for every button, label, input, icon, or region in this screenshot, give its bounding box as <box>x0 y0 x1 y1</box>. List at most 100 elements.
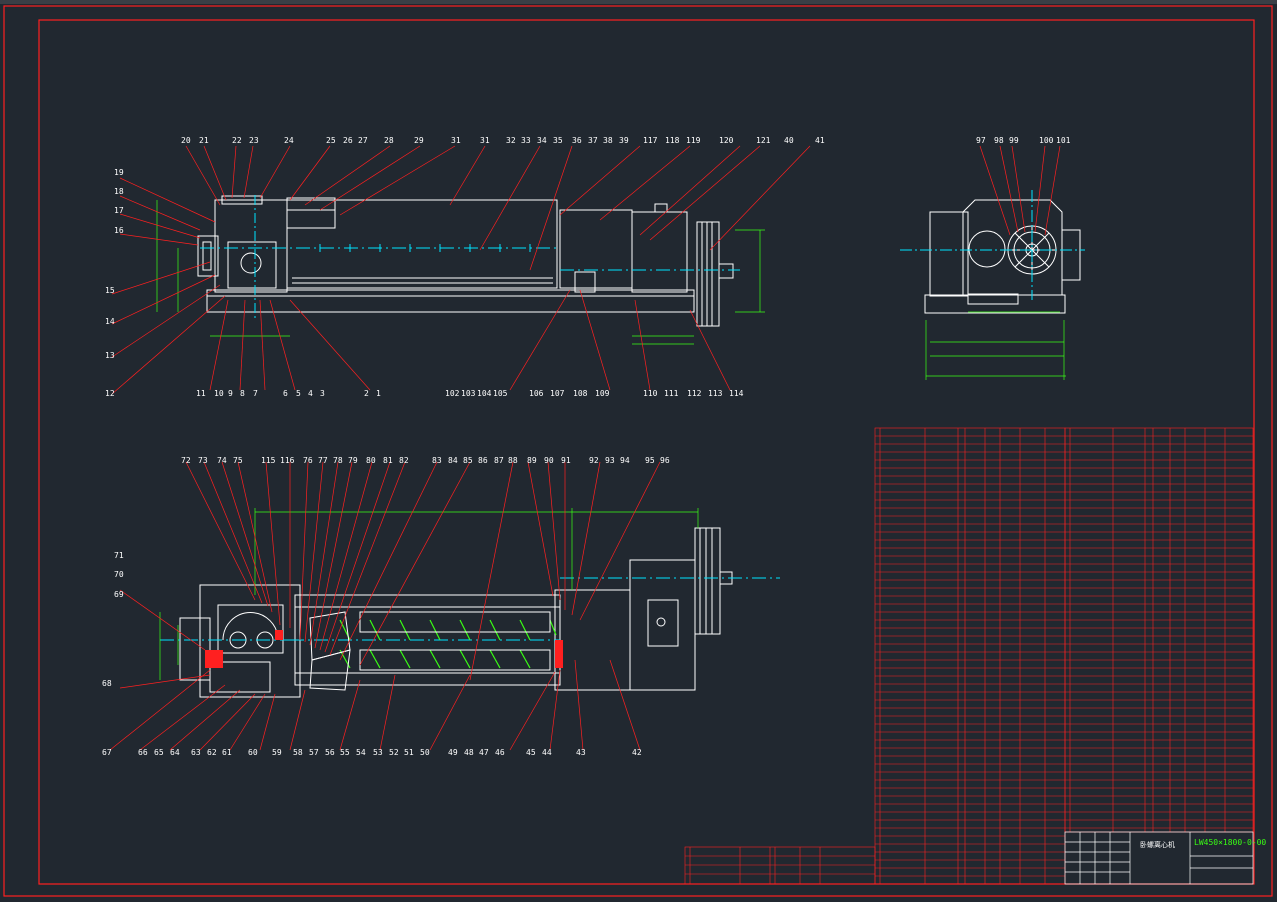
balloon-label: 3 <box>320 389 325 398</box>
side-elevation-view <box>900 190 1085 314</box>
balloon-label: 120 <box>719 136 734 145</box>
balloon-label: 24 <box>284 136 294 145</box>
balloon-label: 42 <box>632 748 642 757</box>
balloon-label: 62 <box>207 748 217 757</box>
balloon-label: 105 <box>493 389 508 398</box>
balloon-label: 103 <box>461 389 476 398</box>
balloon-label: 33 <box>521 136 531 145</box>
title-block-name: 卧螺离心机 <box>1140 841 1175 849</box>
balloon-label: 32 <box>506 136 516 145</box>
balloon-label: 109 <box>595 389 610 398</box>
balloon-label: 8 <box>240 389 245 398</box>
parts-list-left <box>874 427 1066 885</box>
balloon-label: 97 <box>976 136 986 145</box>
inner-border <box>38 19 1255 885</box>
title-block <box>1064 831 1254 885</box>
balloon-label: 14 <box>105 317 115 326</box>
balloon-label: 20 <box>181 136 191 145</box>
balloon-label: 83 <box>432 456 442 465</box>
balloon-label: 71 <box>114 551 124 560</box>
balloon-label: 67 <box>102 748 112 757</box>
balloon-label: 85 <box>463 456 473 465</box>
balloon-label: 2 <box>364 389 369 398</box>
balloon-label: 55 <box>340 748 350 757</box>
balloon-label: 95 <box>645 456 655 465</box>
balloon-label: 46 <box>495 748 505 757</box>
balloon-label: 44 <box>542 748 552 757</box>
balloon-label: 93 <box>605 456 615 465</box>
balloon-label: 49 <box>448 748 458 757</box>
balloon-label: 102 <box>445 389 460 398</box>
balloon-label: 48 <box>464 748 474 757</box>
balloon-label: 61 <box>222 748 232 757</box>
balloon-label: 72 <box>181 456 191 465</box>
front-view-dimensions <box>156 200 765 345</box>
balloon-label: 69 <box>114 590 124 599</box>
balloon-label: 119 <box>686 136 701 145</box>
balloon-label: 5 <box>296 389 301 398</box>
balloon-label: 78 <box>333 456 343 465</box>
balloon-label: 74 <box>217 456 227 465</box>
balloon-label: 27 <box>358 136 368 145</box>
balloon-label: 77 <box>318 456 328 465</box>
title-block-drawing-code: LW450×1800-0-00 <box>1194 838 1267 847</box>
balloon-label: 87 <box>494 456 504 465</box>
side-view-dimensions <box>925 311 1066 380</box>
balloon-label: 54 <box>356 748 366 757</box>
balloon-label: 40 <box>784 136 794 145</box>
balloon-label: 80 <box>366 456 376 465</box>
balloon-label: 50 <box>420 748 430 757</box>
balloon-label: 45 <box>526 748 536 757</box>
parts-list-right-rows <box>1065 435 1253 829</box>
side-view-leaders <box>979 145 1061 236</box>
balloon-label: 12 <box>105 389 115 398</box>
balloon-label: 60 <box>248 748 258 757</box>
balloon-label: 35 <box>553 136 563 145</box>
balloon-label: 100 <box>1039 136 1054 145</box>
balloon-label: 18 <box>114 187 124 196</box>
balloon-label: 116 <box>280 456 295 465</box>
balloon-label: 15 <box>105 286 115 295</box>
balloon-label: 9 <box>228 389 233 398</box>
balloon-label: 16 <box>114 226 124 235</box>
plan-view-dimensions <box>159 508 699 680</box>
balloon-label: 28 <box>384 136 394 145</box>
balloon-label: 4 <box>308 389 313 398</box>
balloon-label: 51 <box>404 748 414 757</box>
balloon-label: 6 <box>283 389 288 398</box>
balloon-label: 121 <box>756 136 771 145</box>
balloon-label: 91 <box>561 456 571 465</box>
balloon-label: 21 <box>199 136 209 145</box>
balloon-label: 86 <box>478 456 488 465</box>
plan-section-view <box>160 527 780 698</box>
balloon-label: 66 <box>138 748 148 757</box>
balloon-label: 37 <box>588 136 598 145</box>
balloon-label: 99 <box>1009 136 1019 145</box>
balloon-label: 53 <box>373 748 383 757</box>
balloon-label: 11 <box>196 389 206 398</box>
balloon-label: 76 <box>303 456 313 465</box>
front-elevation-view <box>197 195 740 327</box>
balloon-label: 31 <box>480 136 490 145</box>
balloon-label: 59 <box>272 748 282 757</box>
balloon-label: 88 <box>508 456 518 465</box>
balloon-label: 63 <box>191 748 201 757</box>
balloon-label: 118 <box>665 136 680 145</box>
front-view-leaders <box>111 145 811 395</box>
balloon-label: 110 <box>643 389 658 398</box>
balloon-label: 117 <box>643 136 658 145</box>
balloon-label: 106 <box>529 389 544 398</box>
balloon-label: 52 <box>389 748 399 757</box>
balloon-label: 115 <box>261 456 276 465</box>
balloon-label: 25 <box>326 136 336 145</box>
balloon-label: 89 <box>527 456 537 465</box>
balloon-label: 111 <box>664 389 679 398</box>
balloon-label: 64 <box>170 748 180 757</box>
balloon-label: 41 <box>815 136 825 145</box>
balloon-label: 34 <box>537 136 547 145</box>
balloon-label: 107 <box>550 389 565 398</box>
parts-list-right <box>1064 427 1254 833</box>
balloon-label: 1 <box>376 389 381 398</box>
balloon-label: 56 <box>325 748 335 757</box>
